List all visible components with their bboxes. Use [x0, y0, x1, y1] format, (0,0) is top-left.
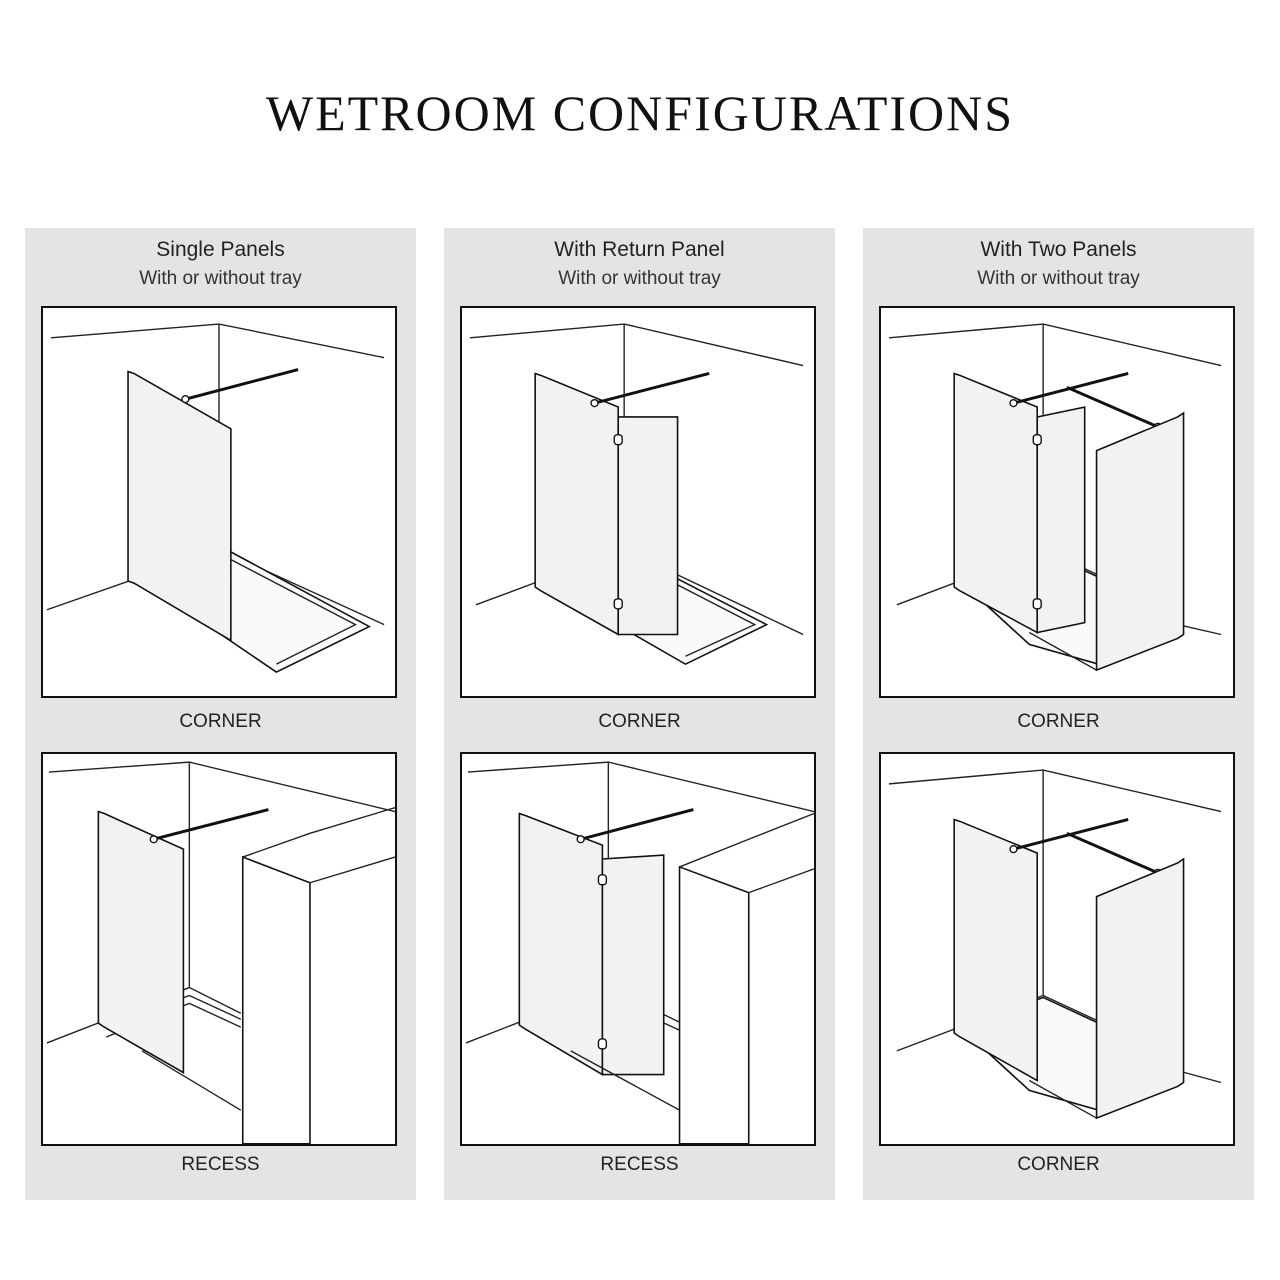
return-panel-corner-illustration — [469, 323, 804, 666]
two-panels-corner-illustration — [888, 769, 1222, 1120]
diagram-single-recess — [41, 752, 397, 1146]
column-subtitle: With or without tray — [558, 268, 721, 289]
column-return-panel: With Return Panel With or without tray C… — [444, 228, 835, 1200]
diagram-return-corner — [460, 306, 816, 698]
two-panels-corner-with-door-illustration — [888, 323, 1222, 672]
single-panel-corner-illustration — [46, 323, 385, 673]
diagram-caption: RECESS — [181, 1154, 260, 1175]
diagram-two-panels-corner — [879, 752, 1235, 1146]
diagram-caption: RECESS — [600, 1154, 679, 1175]
column-two-panels: With Two Panels With or without tray COR… — [863, 228, 1254, 1200]
column-single-panels: Single Panels With or without tray CORNE… — [25, 228, 416, 1200]
page-title: WETROOM CONFIGURATIONS — [265, 85, 1015, 141]
diagram-caption: CORNER — [1017, 711, 1100, 732]
column-title: Single Panels — [156, 238, 285, 261]
diagram-two-panels-corner-door — [879, 306, 1235, 698]
column-title: With Return Panel — [554, 238, 725, 261]
diagram-single-corner — [41, 306, 397, 698]
diagram-caption: CORNER — [1017, 1154, 1100, 1175]
column-subtitle: With or without tray — [977, 268, 1140, 289]
column-title: With Two Panels — [980, 238, 1137, 261]
diagram-return-recess — [460, 752, 816, 1146]
single-panel-recess-illustration — [46, 761, 395, 1144]
return-panel-recess-illustration — [465, 761, 814, 1144]
diagram-caption: CORNER — [598, 711, 681, 732]
diagram-caption: CORNER — [179, 711, 262, 732]
column-subtitle: With or without tray — [139, 268, 302, 289]
